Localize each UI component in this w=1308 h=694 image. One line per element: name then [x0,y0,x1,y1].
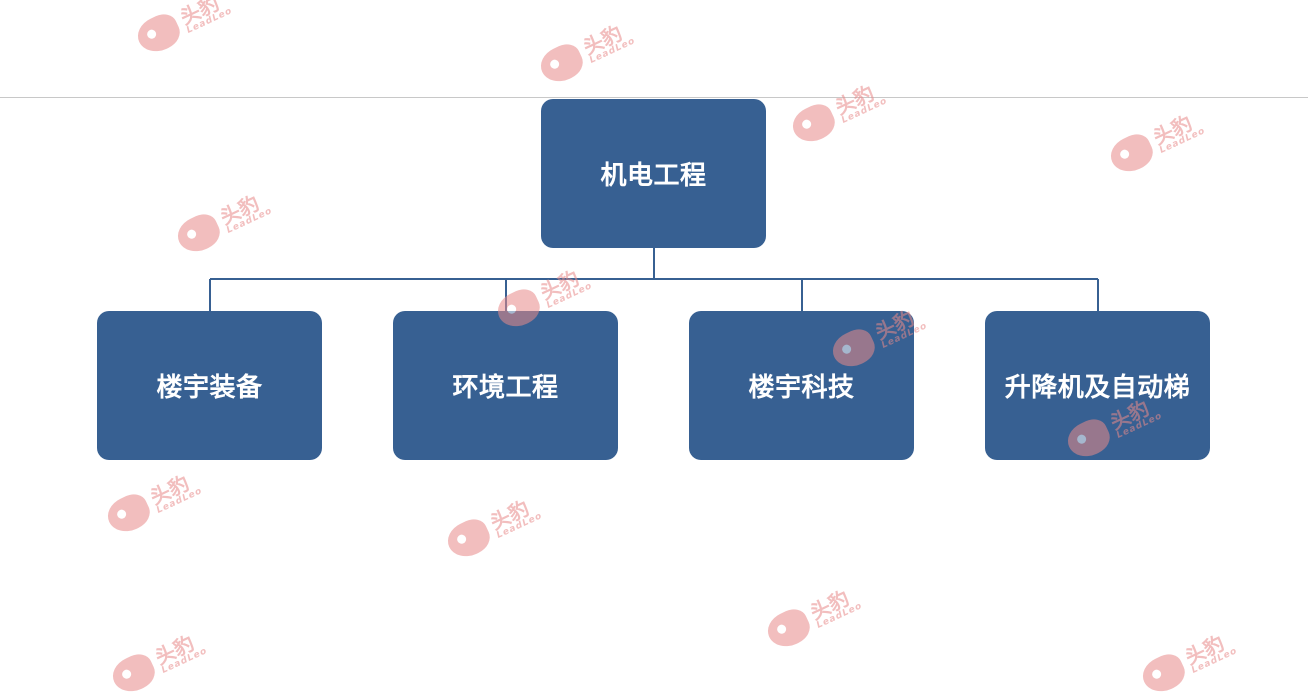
child-node-1: 楼宇装备 [97,311,322,460]
child-node-2-label: 环境工程 [452,373,559,403]
child-node-2: 环境工程 [393,311,618,460]
child-node-4-label: 升降机及自动梯 [1004,373,1191,403]
root-node: 机电工程 [541,99,766,248]
root-node-label: 机电工程 [600,161,707,191]
child-node-1-label: 楼宇装备 [156,373,263,403]
child-node-4: 升降机及自动梯 [985,311,1210,460]
child-node-3: 楼宇科技 [689,311,914,460]
top-divider [0,97,1308,98]
child-node-3-label: 楼宇科技 [748,373,855,403]
